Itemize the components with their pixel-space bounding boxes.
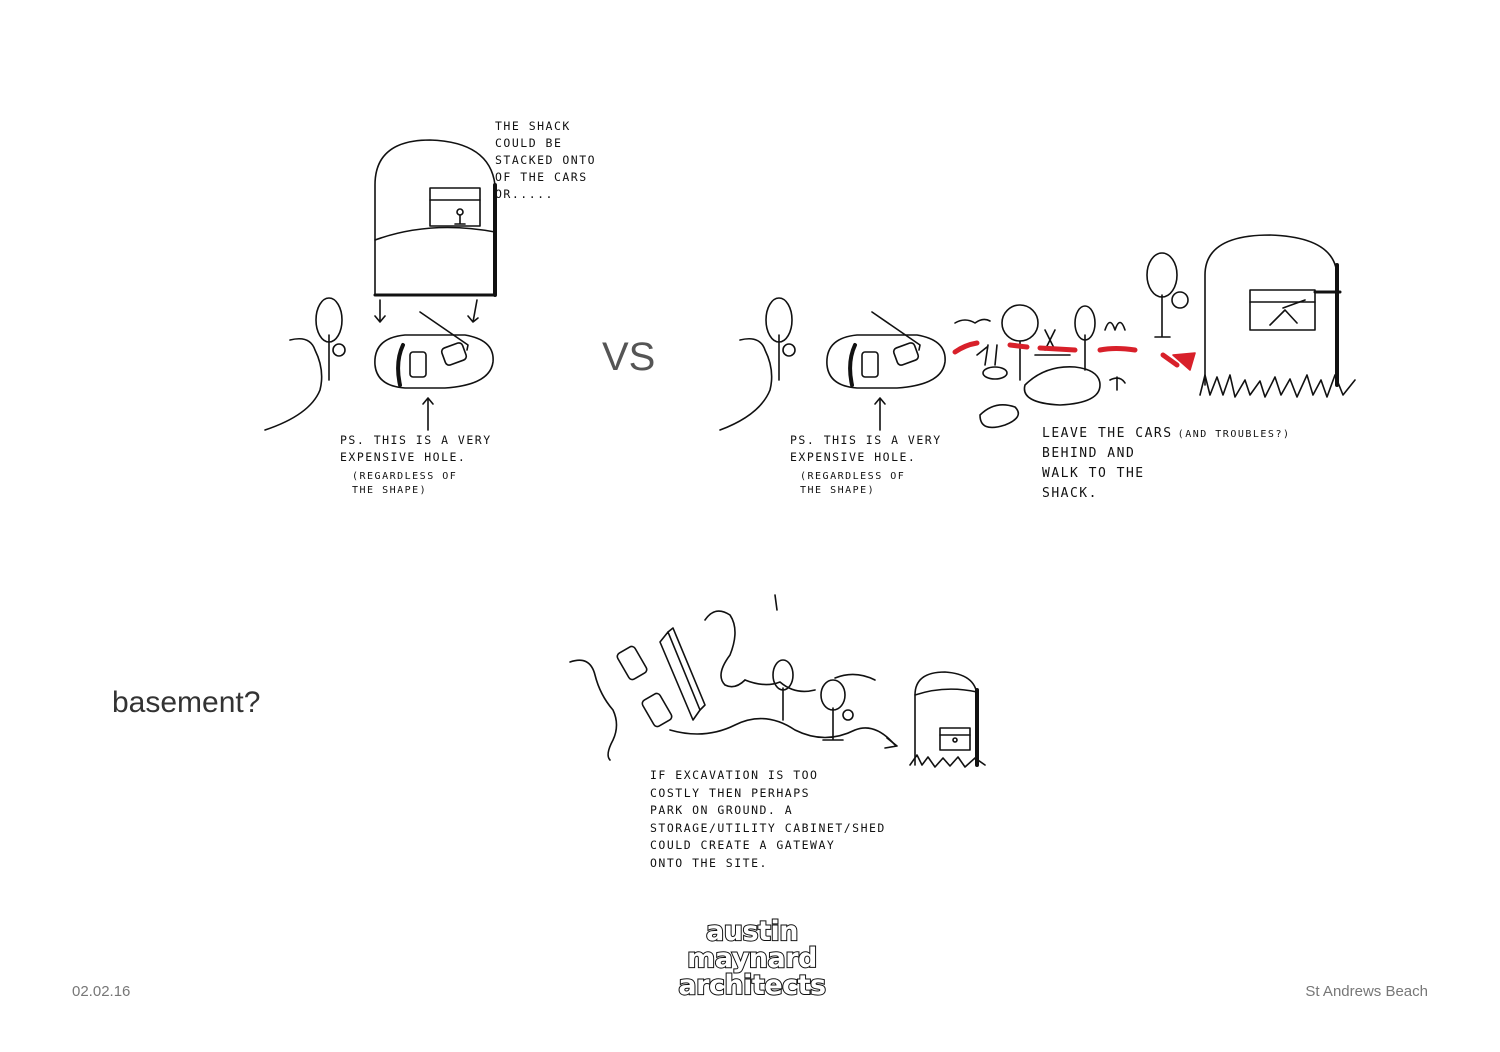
leave-cars-line: LEAVE THE CARS (1042, 426, 1173, 441)
left-expensive-hole-note: PS. THIS IS A VERY EXPENSIVE HOLE. (340, 433, 492, 464)
walk-to-shack-lines: BEHIND AND WALK TO THE SHACK. (1042, 446, 1145, 501)
right-walk-to-shack-sketch (719, 234, 1356, 431)
vs-label: VS (602, 335, 656, 379)
logo-line-2: maynard (686, 943, 818, 974)
right-regardless-note: (REGARDLESS OF THE SHAPE) (800, 471, 906, 496)
right-expensive-hole-note: PS. THIS IS A VERY EXPENSIVE HOLE. (790, 433, 942, 464)
shack-stacked-note: THE SHACK COULD BE STACKED ONTO OF THE C… (495, 119, 597, 201)
ground-parking-sketch (569, 594, 986, 768)
left-stacked-shack-sketch (264, 139, 497, 431)
leave-cars-note: LEAVE THE CARS (AND TROUBLES?) BEHIND AN… (1042, 422, 1290, 504)
footer-project-name: St Andrews Beach (1305, 983, 1428, 1000)
park-on-ground-note: IF EXCAVATION IS TOO COSTLY THEN PERHAPS… (650, 768, 886, 870)
footer-date: 02.02.16 (72, 983, 131, 1000)
logo-line-1: austin (705, 916, 799, 947)
left-regardless-note: (REGARDLESS OF THE SHAPE) (352, 471, 458, 496)
tree-drawing (315, 297, 346, 381)
logo-line-3: architects (677, 970, 827, 1001)
troubles-aside: (AND TROUBLES?) (1177, 429, 1291, 440)
austin-maynard-architects-logo: austin maynard architects (652, 916, 852, 1001)
shack-drawing (373, 139, 497, 297)
basement-question-label: basement? (112, 686, 261, 719)
hole-drawing (374, 311, 494, 389)
